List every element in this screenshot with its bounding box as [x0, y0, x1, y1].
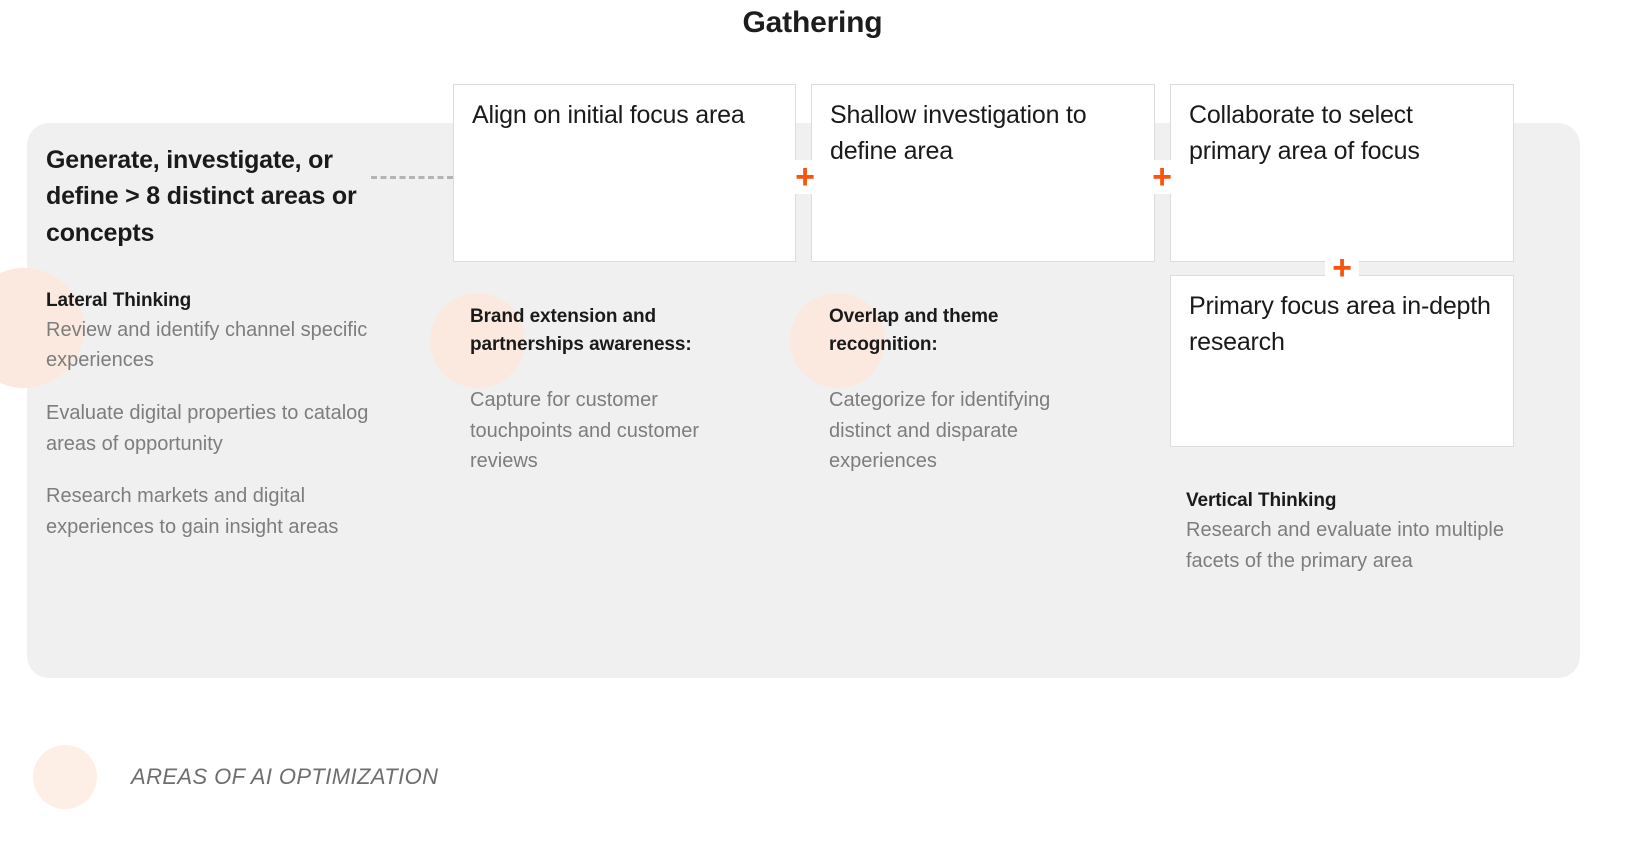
column-2-paragraph: Capture for customer touchpoints and cus… [470, 389, 700, 473]
column-3-paragraph: Categorize for identifying distinct and … [829, 389, 1051, 473]
process-box-label: Collaborate to select primary area of fo… [1189, 101, 1420, 166]
plus-connector-icon: + [788, 160, 822, 194]
column-1-subhead: Lateral Thinking [46, 289, 192, 311]
ai-optimization-circle [790, 293, 885, 388]
process-box-align-initial-focus[interactable]: Align on initial focus area [453, 84, 796, 262]
plus-connector-icon: + [1145, 160, 1179, 194]
process-box-label: Primary focus area in-depth research [1189, 292, 1491, 357]
ai-optimization-circle [430, 293, 525, 388]
legend: AREAS OF AI OPTIMIZATION [33, 745, 438, 809]
process-box-label: Align on initial focus area [472, 101, 745, 129]
dashed-connector-icon [371, 176, 453, 179]
legend-swatch-icon [33, 745, 97, 809]
legend-label: AREAS OF AI OPTIMIZATION [131, 764, 439, 789]
column-2-subhead: Brand extension and partnerships awarene… [470, 306, 692, 356]
process-box-label: Shallow investigation to define area [830, 101, 1087, 166]
column-generate-investigate: Generate, investigate, or define > 8 dis… [46, 142, 391, 542]
column-vertical-thinking: Vertical Thinking Research and evaluate … [1186, 487, 1521, 576]
column-1-paragraph: Review and identify channel specific exp… [46, 318, 368, 372]
page-title: Gathering [742, 6, 883, 39]
process-box-collaborate-select[interactable]: Collaborate to select primary area of fo… [1170, 84, 1514, 262]
column-1-paragraph: Research markets and digital experiences… [46, 485, 339, 538]
column-4-paragraph: Research and evaluate into multiple face… [1186, 519, 1504, 572]
plus-connector-icon: + [1325, 251, 1359, 285]
column-overlap-theme: Overlap and theme recognition: Categoriz… [829, 303, 1059, 477]
process-box-primary-focus-research[interactable]: Primary focus area in-depth research [1170, 275, 1514, 447]
column-1-heading: Generate, investigate, or define > 8 dis… [46, 146, 357, 247]
column-1-paragraph: Evaluate digital properties to catalog a… [46, 402, 369, 455]
column-4-subhead: Vertical Thinking [1186, 490, 1337, 511]
column-3-subhead: Overlap and theme recognition: [829, 306, 999, 356]
column-brand-extension: Brand extension and partnerships awarene… [470, 303, 760, 477]
process-box-shallow-investigation[interactable]: Shallow investigation to define area [811, 84, 1155, 262]
